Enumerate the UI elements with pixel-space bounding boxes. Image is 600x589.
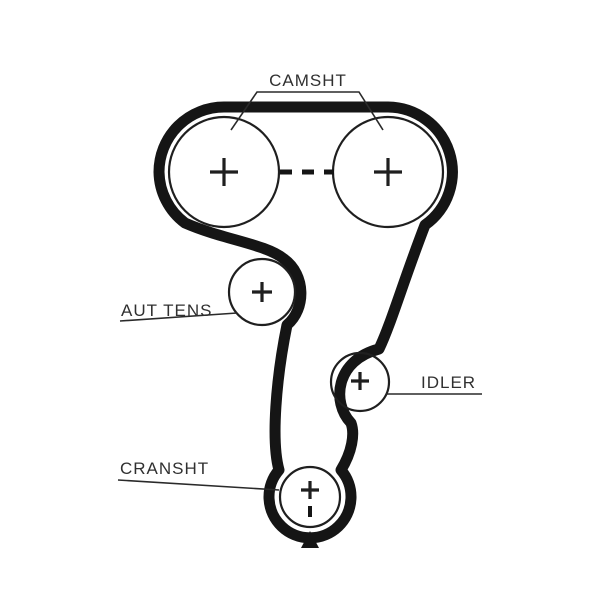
- tensioner-leader-line: [119, 312, 238, 322]
- idler-label: IDLER: [421, 373, 476, 392]
- camshaft-label-bracket: [230, 91, 384, 131]
- crankshaft-pointer-triangle-icon: [301, 531, 319, 548]
- plus-mark-camshaft-right-icon: [374, 158, 402, 186]
- plus-mark-camshaft-left-icon: [210, 158, 238, 186]
- timing-belt-path: [153, 101, 458, 544]
- plus-mark-crankshaft-icon: [301, 481, 319, 499]
- camshaft-pulley-left: [167, 115, 281, 229]
- crankshaft-label: CRANSHT: [120, 459, 209, 478]
- camshaft-label: CAMSHT: [269, 71, 347, 90]
- crankshaft-leader-line: [117, 479, 280, 491]
- crankshaft-pulley: [278, 465, 342, 529]
- plus-mark-tensioner-icon: [252, 282, 272, 302]
- tensioner-label: AUT TENS: [121, 301, 212, 320]
- plus-mark-idler-icon: [351, 372, 369, 390]
- auto-tensioner-pulley: [227, 257, 297, 327]
- idler-pulley: [329, 351, 391, 413]
